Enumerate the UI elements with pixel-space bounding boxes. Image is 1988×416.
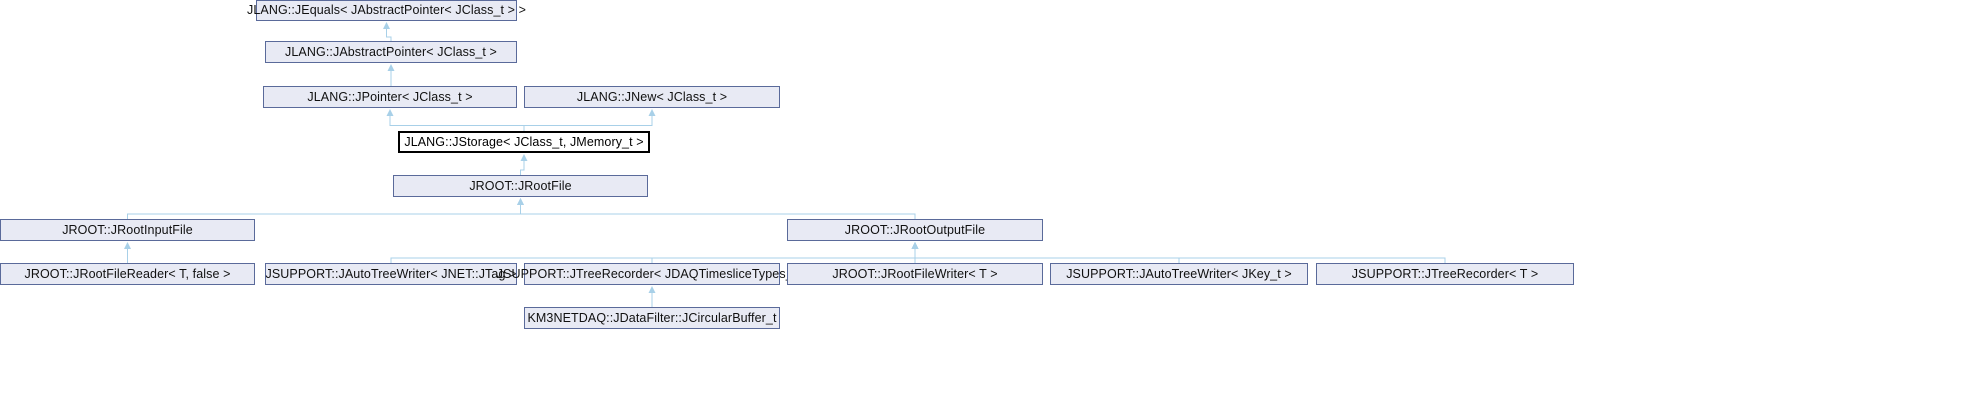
class-node-jautotreewriter_jnet[interactable]: JSUPPORT::JAutoTreeWriter< JNET::JTag > <box>265 263 517 285</box>
class-node-label: JLANG::JAbstractPointer< JClass_t > <box>285 44 497 59</box>
edge-jtreerecorder_daq-to-jrootoutputfile-arrowhead <box>911 242 919 249</box>
edge-jabstractpointer-to-jequals-arrowhead <box>383 22 390 29</box>
class-node-jrootoutputfile[interactable]: JROOT::JRootOutputFile <box>787 219 1043 241</box>
class-node-jrootinputfile[interactable]: JROOT::JRootInputFile <box>0 219 255 241</box>
edge-jautotreewriter_jkey-to-jrootoutputfile <box>914 249 1180 263</box>
edge-jrootfilewriter-to-jrootoutputfile-arrowhead <box>911 242 919 249</box>
class-node-jtreerecorder_daq[interactable]: JSUPPORT::JTreeRecorder< JDAQTimesliceTy… <box>497 263 807 285</box>
edge-jrootoutputfile-to-jrootfile-arrowhead <box>517 198 524 205</box>
edge-jtreerecorder_t-to-jrootoutputfile <box>914 249 1446 263</box>
edge-jabstractpointer-to-jequals <box>386 29 392 41</box>
class-node-jrootfilewriter[interactable]: JROOT::JRootFileWriter< T > <box>787 263 1043 285</box>
edge-jautotreewriter_jkey-to-jrootoutputfile-arrowhead <box>911 242 919 249</box>
class-node-jpointer[interactable]: JLANG::JPointer< JClass_t > <box>263 86 517 108</box>
class-node-label: JLANG::JEquals< JAbstractPointer< JClass… <box>246 3 527 18</box>
class-node-jnew[interactable]: JLANG::JNew< JClass_t > <box>524 86 780 108</box>
edge-jautotreewriter_jnet-to-jrootoutputfile <box>390 249 916 263</box>
class-node-jrootfilereader[interactable]: JROOT::JRootFileReader< T, false > <box>0 263 255 285</box>
edge-jautotreewriter_jnet-to-jrootoutputfile-arrowhead <box>911 242 919 249</box>
class-node-jabstractpointer[interactable]: JLANG::JAbstractPointer< JClass_t > <box>265 41 517 63</box>
class-node-jcircularbuffer[interactable]: KM3NETDAQ::JDataFilter::JCircularBuffer_… <box>524 307 780 329</box>
class-node-label: JROOT::JRootFile <box>469 178 572 193</box>
edge-jtreerecorder_daq-to-jrootoutputfile <box>651 249 916 263</box>
class-node-jautotreewriter_jkey[interactable]: JSUPPORT::JAutoTreeWriter< JKey_t > <box>1050 263 1308 285</box>
class-node-jtreerecorder_t[interactable]: JSUPPORT::JTreeRecorder< T > <box>1316 263 1574 285</box>
class-node-label: KM3NETDAQ::JDataFilter::JCircularBuffer_… <box>527 310 777 325</box>
class-node-jequals[interactable]: JLANG::JEquals< JAbstractPointer< JClass… <box>247 0 526 21</box>
class-node-label: JSUPPORT::JAutoTreeWriter< JKey_t > <box>1066 266 1292 281</box>
class-node-label: JSUPPORT::JTreeRecorder< T > <box>1351 266 1539 281</box>
edge-jrootfile-to-jstorage <box>520 161 525 175</box>
edge-jcircularbuffer-to-jtreerecorder_daq-arrowhead <box>648 286 656 293</box>
class-node-jstorage[interactable]: JLANG::JStorage< JClass_t, JMemory_t > <box>398 131 650 153</box>
class-node-label: JLANG::JStorage< JClass_t, JMemory_t > <box>404 134 644 149</box>
edge-jrootoutputfile-to-jrootfile <box>520 205 916 219</box>
class-node-label: JSUPPORT::JAutoTreeWriter< JNET::JTag > <box>265 266 517 281</box>
edge-jtreerecorder_t-to-jrootoutputfile-arrowhead <box>911 242 919 249</box>
edge-jrootinputfile-to-jrootfile <box>127 205 521 219</box>
edge-jpointer-to-jabstractpointer-arrowhead <box>387 64 395 71</box>
edge-jstorage-to-jpointer-arrowhead <box>386 109 394 116</box>
edge-jrootfile-to-jstorage-arrowhead <box>520 154 528 161</box>
class-node-label: JROOT::JRootOutputFile <box>844 222 986 237</box>
edge-jstorage-to-jnew <box>523 116 653 131</box>
class-node-label: JROOT::JRootFileReader< T, false > <box>24 266 231 281</box>
class-node-label: JLANG::JNew< JClass_t > <box>576 89 728 104</box>
edge-jstorage-to-jnew-arrowhead <box>648 109 656 116</box>
edge-jrootfilereader-to-jrootinputfile-arrowhead <box>124 242 131 249</box>
class-node-label: JLANG::JPointer< JClass_t > <box>307 89 473 104</box>
class-node-label: JROOT::JRootInputFile <box>62 222 193 237</box>
edge-jrootinputfile-to-jrootfile-arrowhead <box>517 198 524 205</box>
class-node-jrootfile[interactable]: JROOT::JRootFile <box>393 175 648 197</box>
edge-jstorage-to-jpointer <box>389 116 525 131</box>
class-node-label: JSUPPORT::JTreeRecorder< JDAQTimesliceTy… <box>496 266 808 281</box>
class-node-label: JROOT::JRootFileWriter< T > <box>832 266 998 281</box>
